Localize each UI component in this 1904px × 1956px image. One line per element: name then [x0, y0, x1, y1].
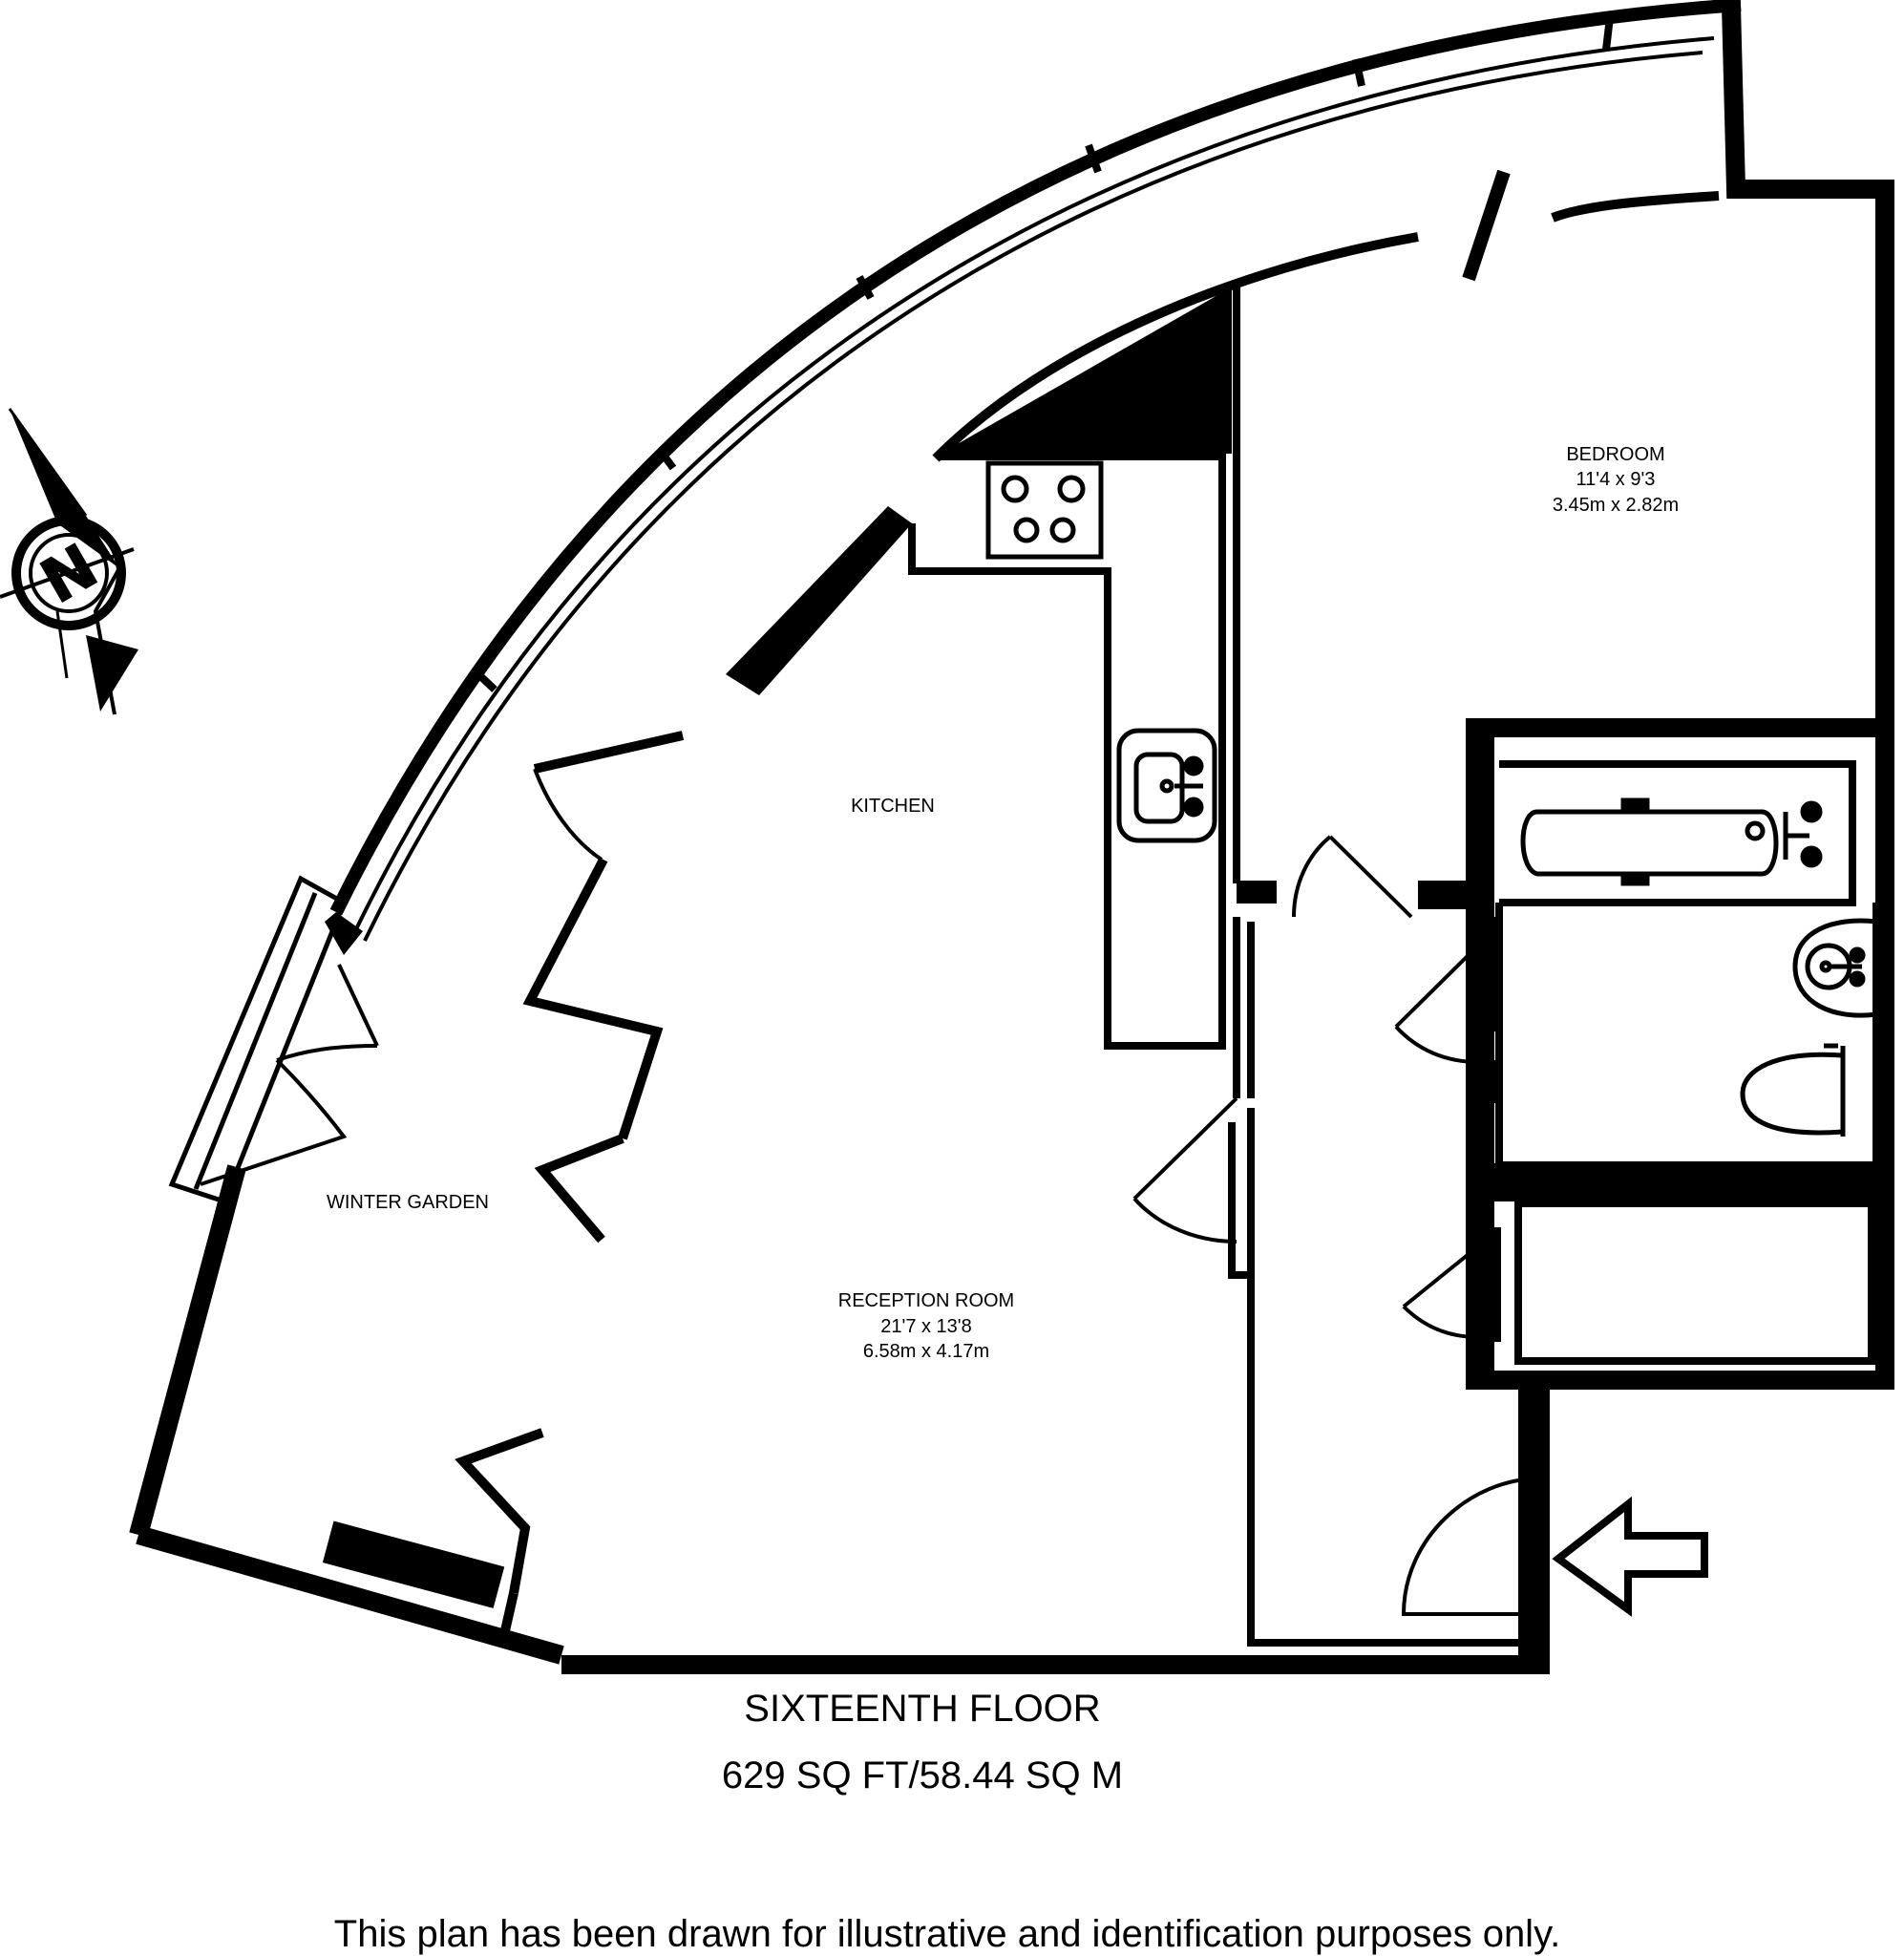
hob-icon: [985, 460, 1104, 560]
floor-name: SIXTEENTH FLOOR: [744, 1688, 1100, 1730]
disclaimer: This plan has been drawn for illustrativ…: [334, 1913, 1560, 1955]
reception-metric: 6.58m x 4.17m: [863, 1341, 989, 1362]
entrance-arrow-icon: [1552, 1496, 1708, 1617]
toilet-icon: [1740, 1043, 1846, 1137]
door-swings: [200, 768, 1541, 1616]
outer-facade: [329, 0, 1742, 942]
bath-icon: [1520, 797, 1823, 886]
kitchen-name: KITCHEN: [851, 796, 935, 817]
wall-pier: [322, 1520, 505, 1608]
structural-mass: [325, 287, 1232, 955]
winter-garden-window: [168, 875, 348, 1205]
bedroom-metric: 3.45m x 2.82m: [1553, 495, 1679, 516]
floor-area: 629 SQ FT/58.44 SQ M: [722, 1754, 1123, 1797]
inner-facade: [932, 169, 1720, 462]
winter-garden-screen: [455, 731, 685, 1649]
bedroom-imperial: 11'4 x 9'3: [1576, 469, 1656, 490]
reception-imperial: 21'7 x 13'8: [880, 1316, 972, 1337]
compass-icon: N: [0, 408, 138, 715]
reception-name: RECEPTION ROOM: [838, 1290, 1014, 1311]
bathroom-block-walls: [1237, 726, 1886, 1667]
winter-garden-name: WINTER GARDEN: [327, 1192, 489, 1213]
sink-icon: [1116, 728, 1217, 843]
bedroom-name: BEDROOM: [1566, 444, 1664, 465]
facade-return: [1721, 0, 1894, 737]
basin-icon: [1792, 918, 1877, 1018]
interior-walls: [908, 287, 1880, 1647]
